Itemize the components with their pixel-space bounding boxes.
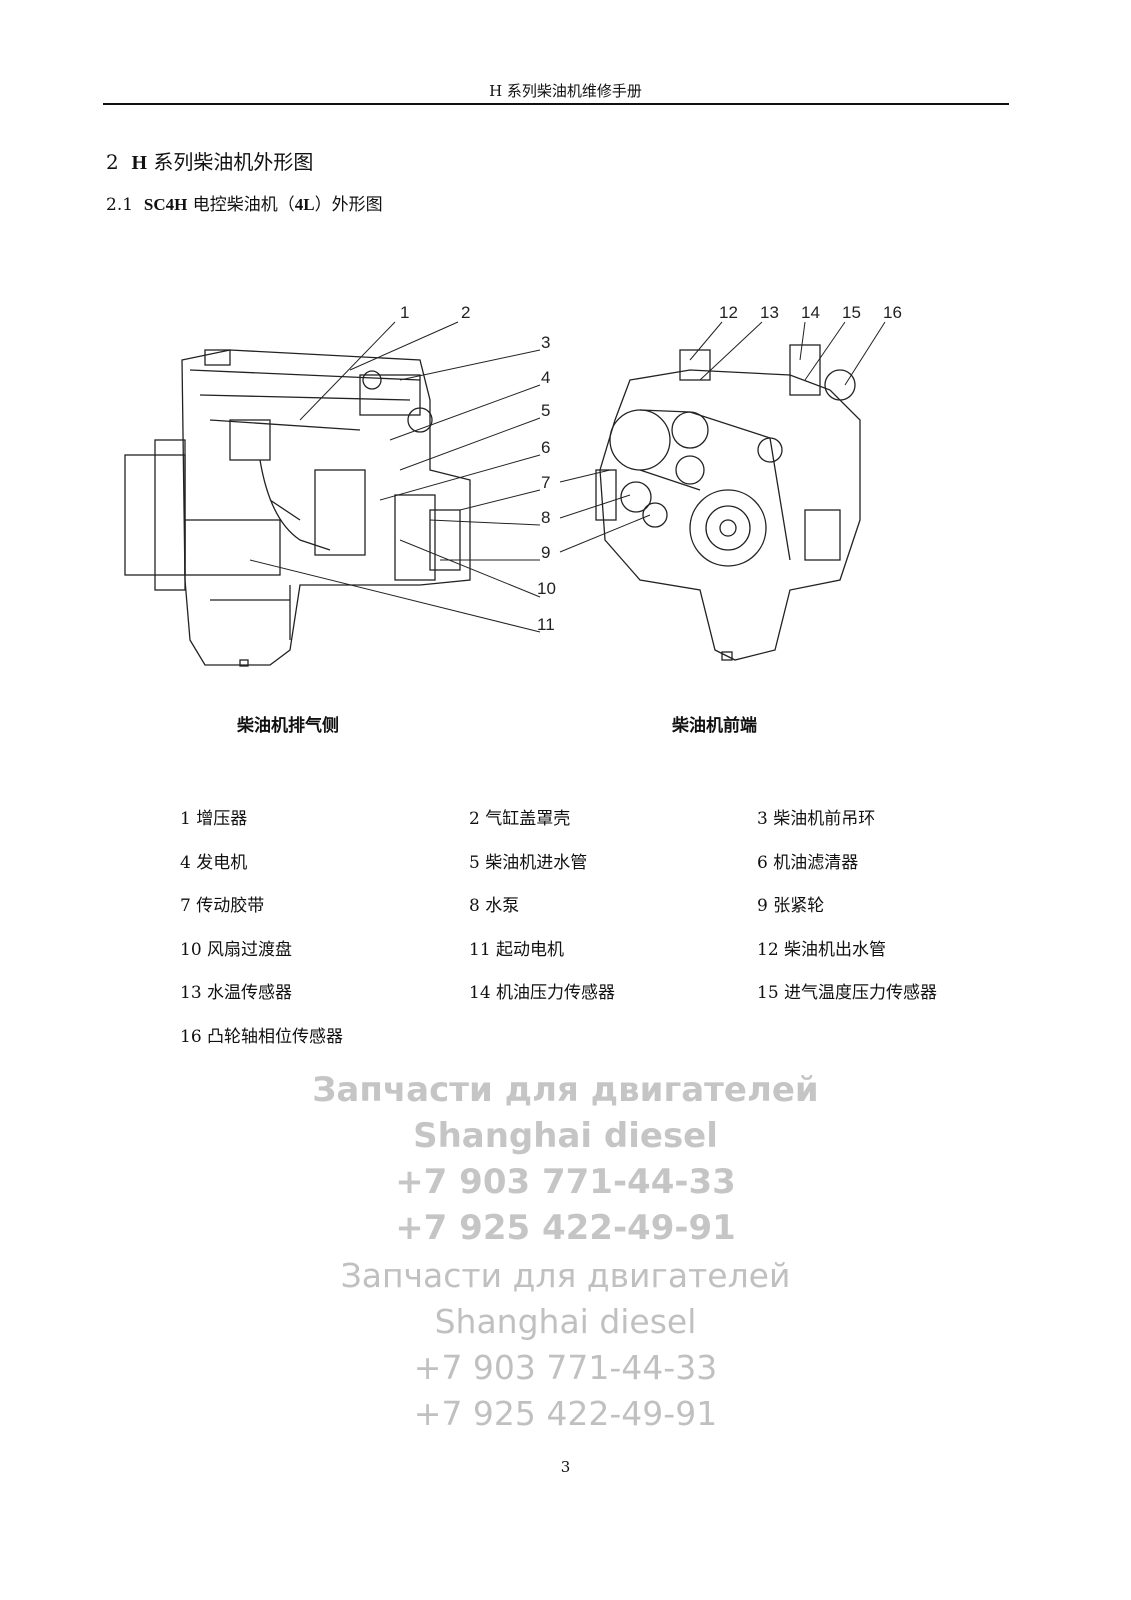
watermark-legend-line-4: +7 925 422-49-91 bbox=[413, 1394, 718, 1433]
callout-8: 8 bbox=[541, 508, 550, 527]
legend-item: 10 风扇过渡盘 bbox=[180, 940, 293, 960]
legend-item: 9 张紧轮 bbox=[757, 896, 825, 916]
legend-item: 13 水温传感器 bbox=[180, 983, 293, 1003]
subsection-heading: 2.1 SC4H 电控柴油机（4L）外形图 bbox=[106, 190, 383, 215]
callout-1: 1 bbox=[400, 303, 409, 322]
callout-10: 10 bbox=[537, 579, 556, 598]
watermark-line-4: +7 925 422-49-91 bbox=[395, 1208, 736, 1248]
engine-figure: 1 2 3 4 5 6 7 8 9 10 11 12 13 14 15 16 bbox=[124, 303, 902, 667]
legend-item: 16 凸轮轴相位传感器 bbox=[180, 1027, 344, 1047]
callout-14: 14 bbox=[801, 303, 820, 322]
legend-item: 3 柴油机前吊环 bbox=[757, 809, 876, 829]
subsection-model: SC4H bbox=[143, 195, 188, 214]
subsection-variant: 4L bbox=[294, 195, 315, 214]
watermark-line-1: Запчасти для двигателей bbox=[312, 1070, 819, 1110]
legend-item: 15 进气温度压力传感器 bbox=[757, 983, 938, 1003]
running-header: H 系列柴油机维修手册 bbox=[489, 82, 642, 100]
watermark-legend-line-1: Запчасти для двигателей bbox=[340, 1256, 791, 1295]
callout-16: 16 bbox=[883, 303, 902, 322]
callout-13: 13 bbox=[760, 303, 779, 322]
subsection-title: 电控柴油机（ bbox=[192, 195, 295, 215]
section-title-bold: H bbox=[131, 152, 148, 174]
callout-15: 15 bbox=[842, 303, 861, 322]
legend-item: 1 增压器 bbox=[180, 809, 248, 829]
legend-item: 7 传动胶带 bbox=[180, 896, 265, 916]
callout-9: 9 bbox=[541, 543, 550, 562]
callout-2: 2 bbox=[461, 303, 470, 322]
callout-numbers-left: 1 2 3 4 5 6 7 8 9 10 11 bbox=[400, 303, 556, 634]
caption-front-end: 柴油机前端 bbox=[672, 716, 757, 736]
watermark-legend-line-3: +7 903 771-44-33 bbox=[413, 1348, 718, 1387]
legend-item: 5 柴油机进水管 bbox=[469, 853, 588, 873]
page-number: 3 bbox=[560, 1458, 571, 1476]
section-number: 2 bbox=[106, 150, 119, 174]
legend-item: 8 水泵 bbox=[469, 896, 520, 916]
legend-item: 11 起动电机 bbox=[469, 940, 565, 960]
watermark-line-2: Shanghai diesel bbox=[413, 1116, 718, 1156]
callout-4: 4 bbox=[541, 368, 550, 387]
engine-front-end-drawing bbox=[595, 344, 861, 661]
watermark-line-3: +7 903 771-44-33 bbox=[395, 1162, 736, 1202]
callout-7: 7 bbox=[541, 473, 550, 492]
section-heading: 2 H 系列柴油机外形图 bbox=[106, 146, 313, 175]
legend-item: 6 机油滤清器 bbox=[757, 853, 859, 873]
callout-3: 3 bbox=[541, 333, 550, 352]
section-title: 系列柴油机外形图 bbox=[153, 150, 314, 174]
callout-numbers-right: 12 13 14 15 16 bbox=[719, 303, 902, 322]
legend-item: 2 气缸盖罩壳 bbox=[469, 809, 571, 829]
callout-12: 12 bbox=[719, 303, 738, 322]
subsection-number: 2.1 bbox=[106, 195, 134, 215]
legend-item: 4 发电机 bbox=[180, 853, 248, 873]
caption-exhaust-side: 柴油机排气侧 bbox=[237, 716, 339, 736]
engine-exhaust-side-drawing bbox=[124, 349, 471, 667]
legend-item: 14 机油压力传感器 bbox=[469, 983, 616, 1003]
watermark-legend-line-2: Shanghai diesel bbox=[434, 1302, 697, 1341]
callout-6: 6 bbox=[541, 438, 550, 457]
leader-lines bbox=[249, 321, 886, 633]
legend-item: 12 柴油机出水管 bbox=[757, 940, 887, 960]
header-rule bbox=[103, 103, 1009, 105]
callout-11: 11 bbox=[537, 615, 555, 634]
subsection-title-end: ）外形图 bbox=[314, 195, 383, 215]
callout-5: 5 bbox=[541, 401, 550, 420]
